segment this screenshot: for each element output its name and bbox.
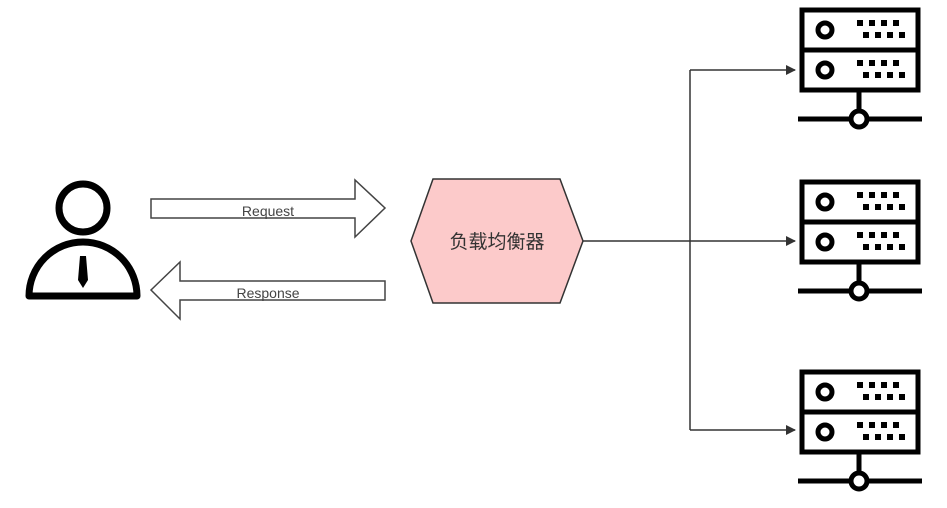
server-icon-1 [798,10,922,127]
request-arrow: Request [150,178,387,239]
response-label: Response [236,285,299,301]
load-balancer-node: 负载均衡器 [410,178,584,304]
request-label: Request [242,203,294,219]
server-icon-3 [798,372,922,489]
load-balancer-label: 负载均衡器 [449,231,544,253]
response-arrow: Response [149,260,386,321]
user-icon [25,180,141,300]
server-icon-2 [798,182,922,299]
connector-lines [583,65,796,435]
